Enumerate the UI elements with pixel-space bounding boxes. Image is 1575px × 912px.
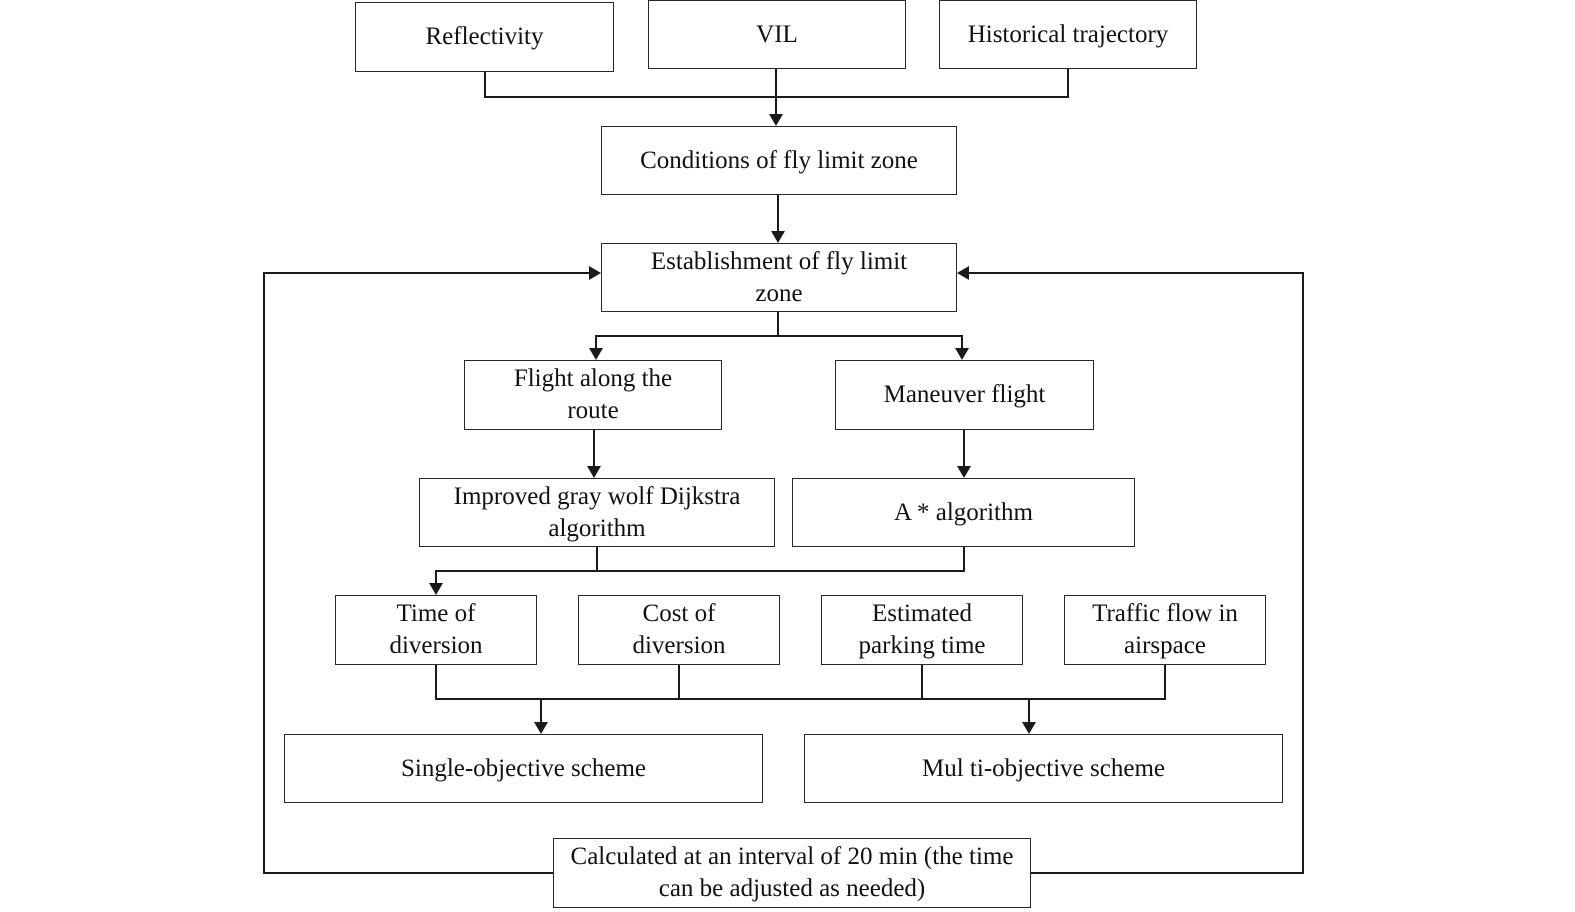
arrowhead-dijkstra xyxy=(587,466,601,478)
node-vil: VIL xyxy=(648,0,906,69)
node-time-of-diversion-label: Time of diversion xyxy=(389,600,483,659)
node-reflectivity: Reflectivity xyxy=(355,2,614,72)
node-estimated-parking-time-label: Estimated parking time xyxy=(858,600,986,659)
node-improved-gwo-dijkstra-label: Improved gray wolf Dijkstra algorithm xyxy=(453,482,741,542)
node-a-star-label: A * algorithm xyxy=(894,498,1033,526)
node-historical-trajectory: Historical trajectory xyxy=(939,0,1197,69)
node-reflectivity-label: Reflectivity xyxy=(425,23,544,50)
node-conditions: Conditions of fly limit zone xyxy=(601,126,957,195)
arrowhead-time xyxy=(429,583,443,595)
arrowhead-flight-route xyxy=(589,348,603,360)
arrowhead-maneuver xyxy=(955,348,969,360)
arrowhead-feedback-left xyxy=(589,266,601,280)
node-a-star: A * algorithm xyxy=(792,478,1135,547)
node-time-of-diversion: Time of diversion xyxy=(335,595,537,665)
edge-feedback-left xyxy=(263,272,590,874)
arrowhead-feedback-right xyxy=(957,266,969,280)
edge-establishment-split-right xyxy=(778,335,963,350)
node-multi-objective-label: Mul ti-objective scheme xyxy=(922,754,1165,782)
node-interval: Calculated at an interval of 20 min (the… xyxy=(553,838,1031,908)
node-flight-along-route-label: Flight along the route xyxy=(513,365,673,424)
arrowhead-single xyxy=(534,722,548,734)
node-estimated-parking-time: Estimated parking time xyxy=(821,595,1023,665)
edge-establishment-split xyxy=(595,312,779,350)
arrowhead-conditions xyxy=(769,114,783,126)
node-interval-label: Calculated at an interval of 20 min (the… xyxy=(570,843,1014,902)
node-maneuver-flight: Maneuver flight xyxy=(835,360,1094,430)
node-establishment: Establishment of fly limit zone xyxy=(601,243,957,312)
node-traffic-flow-label: Traffic flow in airspace xyxy=(1092,600,1238,659)
edge-objectives-merge xyxy=(435,664,1166,700)
node-flight-along-route: Flight along the route xyxy=(464,360,722,430)
node-multi-objective: Mul ti-objective scheme xyxy=(804,734,1283,803)
arrowhead-astar xyxy=(957,466,971,478)
node-cost-of-diversion: Cost of diversion xyxy=(578,595,780,665)
node-single-objective: Single-objective scheme xyxy=(284,734,763,803)
node-traffic-flow: Traffic flow in airspace xyxy=(1064,595,1266,665)
node-historical-trajectory-label: Historical trajectory xyxy=(967,20,1169,48)
arrowhead-establishment xyxy=(771,231,785,243)
node-improved-gwo-dijkstra: Improved gray wolf Dijkstra algorithm xyxy=(419,478,775,547)
edge-feedback-right xyxy=(968,272,1304,874)
edge-merge-time xyxy=(435,570,597,585)
node-establishment-label: Establishment of fly limit zone xyxy=(650,247,908,307)
node-conditions-label: Conditions of fly limit zone xyxy=(640,146,918,174)
node-maneuver-flight-label: Maneuver flight xyxy=(883,381,1046,408)
node-single-objective-label: Single-objective scheme xyxy=(400,754,647,782)
arrowhead-multi xyxy=(1022,722,1036,734)
node-cost-of-diversion-label: Cost of diversion xyxy=(632,600,726,659)
node-vil-label: VIL xyxy=(756,20,798,48)
edge-algorithms-merge xyxy=(596,547,965,572)
